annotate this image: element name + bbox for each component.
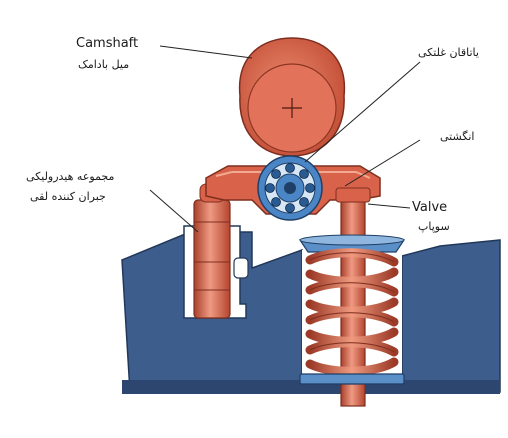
lash-adjuster-label-fa-1: مجموعه هیدرولیکی	[26, 170, 114, 183]
rocker-arm-label-fa: انگشتی	[440, 130, 475, 143]
cylinder-head-block-right	[402, 240, 500, 392]
camshaft-label-fa: میل بادامک	[78, 58, 129, 71]
camshaft-label-en: Camshaft	[76, 36, 138, 51]
oil-port	[234, 258, 248, 278]
lash-adjuster-label-fa-2: جبران کننده لقی	[30, 190, 106, 203]
valve-label-en: Valve	[412, 200, 447, 215]
spring-seat	[300, 374, 404, 384]
hydraulic-lash-adjuster	[194, 184, 230, 318]
valve-label-fa: سوپاپ	[418, 220, 450, 233]
roller-bearing	[258, 156, 322, 220]
roller-bearing-label-fa: یاتاقان غلتکی	[418, 46, 479, 59]
camshaft-lobe	[240, 38, 345, 156]
